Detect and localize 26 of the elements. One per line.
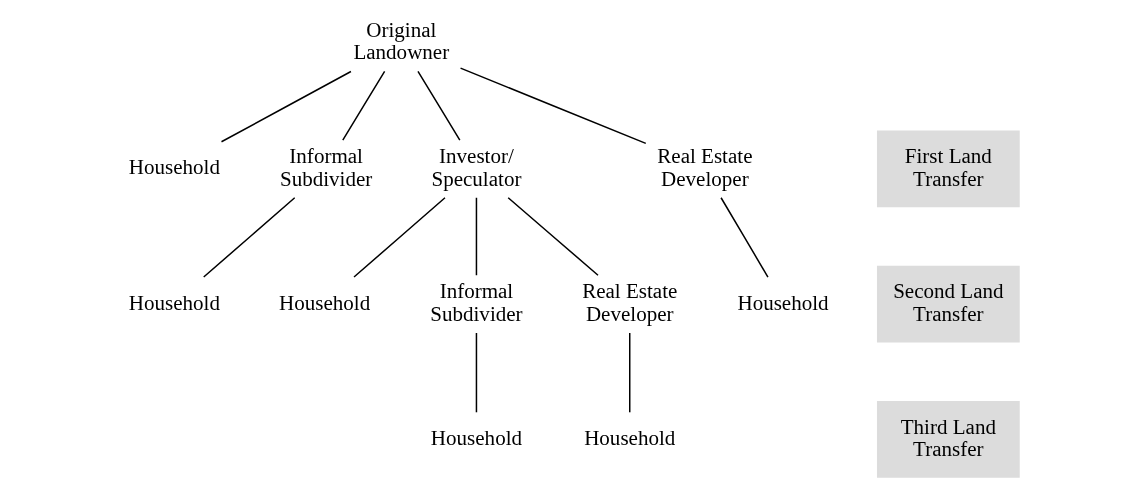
connector [719,197,769,278]
node-text: Informal Subdivider [279,144,372,191]
node-text: Household [128,290,220,315]
connector [202,197,295,278]
node-box: First Land Transfer [876,130,1020,208]
node-box: Second Land Transfer [876,265,1020,343]
connector [352,197,446,278]
node-text: Real Estate Developer [581,279,677,326]
connector [475,332,477,414]
connector [220,70,352,143]
node-text: Household [430,425,522,450]
node-text: Household [128,155,220,180]
connector [506,197,599,276]
connector [475,197,477,276]
connector [416,70,461,141]
node-text: Household [736,290,829,315]
node-text: Real Estate Developer [656,144,752,191]
connector [341,70,385,141]
connector [459,67,647,145]
node-text: Original Landowner [352,17,449,65]
node-text: Household [583,425,675,450]
node-text: Household [278,290,370,315]
node-text: Informal Subdivider [429,279,523,326]
node-text: Investor/ Speculator [430,144,521,191]
connector [628,332,630,414]
node-box: Third Land Transfer [876,401,1020,478]
